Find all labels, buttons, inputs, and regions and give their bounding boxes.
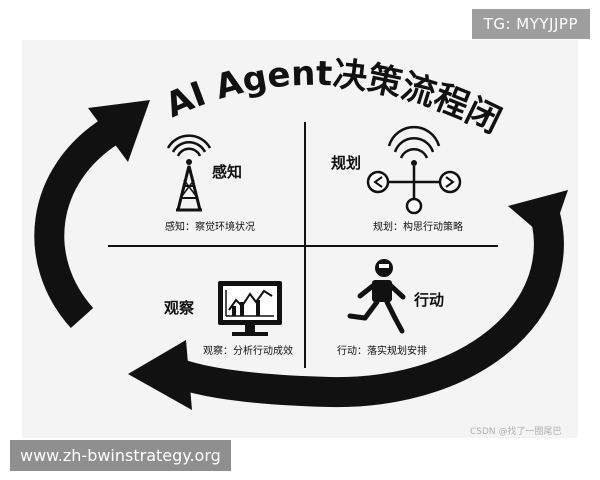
radio-tower-icon xyxy=(166,134,212,212)
observe-desc: 观察：分析行动成效 xyxy=(203,344,293,357)
monitor-chart-icon xyxy=(218,281,282,336)
running-robot-icon xyxy=(347,259,406,334)
decision-tree-icon xyxy=(366,125,462,215)
footer-url: www.zh-bwinstrategy.org xyxy=(10,440,231,471)
right-cycle-arrow xyxy=(128,190,568,410)
left-cycle-arrow xyxy=(34,100,150,329)
perceive-label: 感知 xyxy=(212,163,242,181)
diagram-title: AI Agent决策流程闭环 xyxy=(0,0,507,142)
act-label: 行动 xyxy=(413,291,444,309)
act-desc: 行动：落实规划安排 xyxy=(337,344,427,357)
observe-label: 观察 xyxy=(164,299,195,317)
perceive-desc: 感知：察觉环境状况 xyxy=(165,220,255,233)
plan-desc: 规划：构思行动策略 xyxy=(373,220,463,233)
credit-watermark: CSDN @找了一圈尾巴 xyxy=(470,427,562,437)
plan-label: 规划 xyxy=(331,154,361,172)
corner-tag: TG: MYYJJPP xyxy=(471,9,590,39)
